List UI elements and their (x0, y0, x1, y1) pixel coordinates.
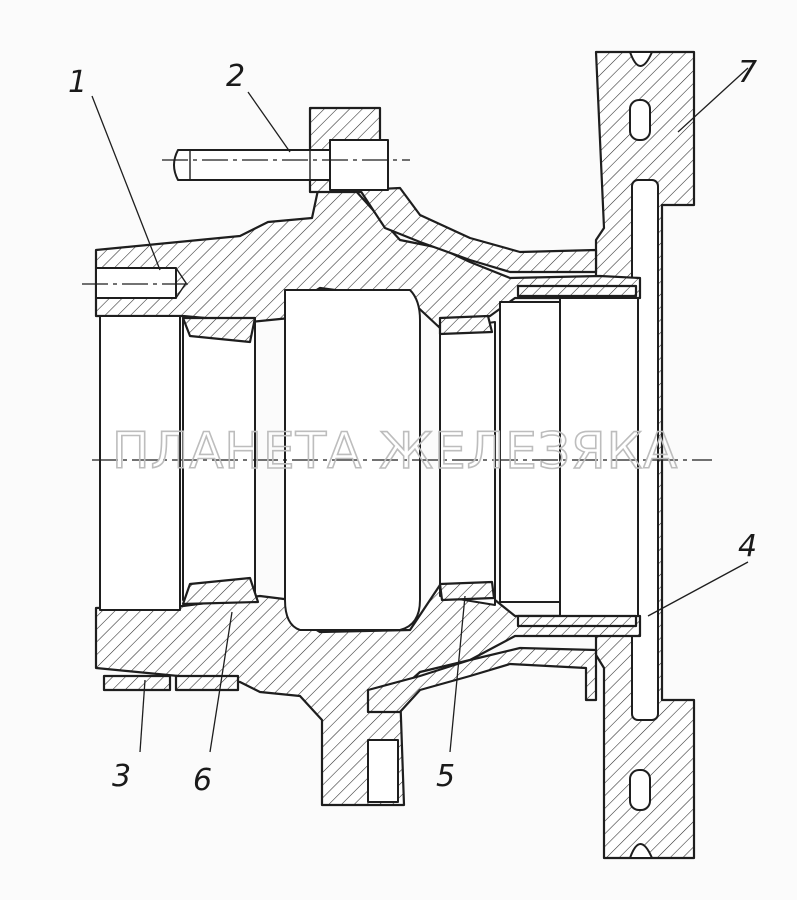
bearing-races (181, 314, 496, 606)
callout-3: 3 (112, 759, 131, 794)
wheel-stud (173, 139, 389, 191)
callout-4: 4 (738, 529, 757, 564)
hub-body-upper (94, 106, 642, 330)
callout-6: 6 (193, 763, 212, 798)
callout-2: 2 (226, 59, 245, 94)
callout-1: 1 (68, 65, 87, 100)
retaining-screws (102, 674, 240, 692)
callout-7: 7 (738, 55, 757, 90)
watermark-text: ПЛАНЕТА ЖЕЛЕЗЯКА (112, 422, 678, 480)
callout-5: 5 (436, 759, 455, 794)
seal-ring (516, 284, 638, 628)
leader-lines (91, 67, 749, 753)
